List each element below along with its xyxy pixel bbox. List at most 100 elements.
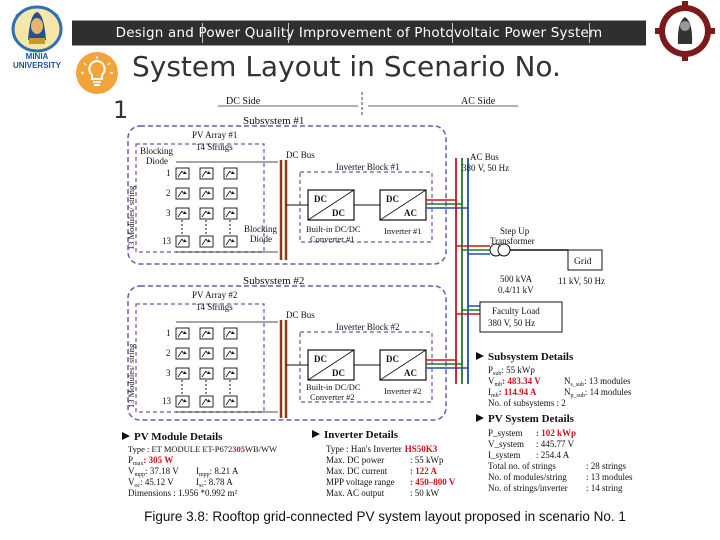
svg-text:Pmax: 305 W: Pmax: 305 W [128, 455, 173, 467]
dcdc-top-label: DC [314, 354, 327, 364]
mpp-range-label: MPP voltage range [326, 477, 395, 487]
ac-side-label: AC Side [461, 96, 496, 107]
figure-caption: Figure 3.8: Rooftop grid-connected PV sy… [144, 509, 626, 524]
row-label: 13 [162, 236, 172, 246]
dcac-top-label: DC [386, 194, 399, 204]
modules-per-string-label: No. of modules/string [488, 472, 567, 482]
slide-title: System Layout in Scenario No. [132, 50, 561, 83]
pv-system-diagram: DC Side AC Side Subsystem #1 PV Array #1… [122, 92, 633, 498]
svg-text:Psub: 55 kWp: Psub: 55 kWp [488, 365, 535, 377]
header-separator [288, 23, 289, 43]
header-banner: Design and Power Quality Improvement of … [72, 20, 646, 46]
pv-array1-cells [175, 161, 278, 253]
ac-bus-label: 380 V, 50 Hz [462, 163, 509, 173]
svg-text:Type : ET MODULE ET-P672305WB/: Type : ET MODULE ET-P672305WB/WW [128, 444, 277, 454]
transformer-rating: 500 kVA [500, 274, 533, 284]
max-ac-output-label: Max. AC output [326, 488, 385, 498]
svg-text:Vmpp: 37.18 V: Vmpp: 37.18 V [128, 466, 179, 478]
dc-bus2-label: DC Bus [286, 310, 315, 320]
dc-side-label: DC Side [226, 96, 261, 107]
max-dc-power-label: Max. DC power [326, 455, 384, 465]
pv-array2-cells [175, 321, 278, 413]
grid-label: Grid [574, 257, 592, 267]
pv-array1-label: PV Array #1 [192, 130, 237, 140]
dcdc-bottom-label: DC [332, 368, 345, 378]
row-label: 1 [166, 168, 171, 178]
strings-per-inverter-label: No. of strings/inverter [488, 483, 568, 493]
dcac-bottom-label: AC [404, 368, 417, 378]
university-logo: MINIA UNIVERSITY [2, 2, 72, 70]
ac-bus-label: AC Bus [470, 152, 499, 162]
num-subsystems: No. of subsystems : 2 [488, 398, 566, 408]
blocking-diode-label: Diode [146, 156, 168, 166]
header-title: Design and Power Quality Improvement of … [115, 25, 603, 41]
pv-module-details-heading: PV Module Details [134, 431, 223, 443]
faculty-load-box [479, 301, 563, 333]
vsys-label: V_system [488, 439, 524, 449]
strings2-label: 14 Strings [196, 302, 233, 312]
max-ac-output-value: : 50 kW [410, 488, 440, 498]
row-label: 13 [162, 396, 172, 406]
total-strings-value: : 28 strings [586, 461, 627, 471]
total-strings-label: Total no. of strings [488, 461, 556, 471]
load-label: Faculty Load [492, 306, 540, 316]
pv-system-details-heading: PV System Details [488, 413, 575, 425]
inverter-details-heading: Inverter Details [324, 429, 399, 441]
max-dc-power-value: : 55 kWp [410, 455, 444, 465]
dcac-top-label: DC [386, 354, 399, 364]
max-dc-current-label: Max. DC current [326, 466, 388, 476]
svg-text:Ns_sub: 13 modules: Ns_sub: 13 modules [564, 376, 631, 388]
svg-text:Isc: 8.78 A: Isc: 8.78 A [196, 477, 233, 489]
strings1-label: 14 Strings [196, 142, 233, 152]
inverter2-label: Inverter #2 [384, 386, 422, 396]
modules-axis-label: 13 Modules/ string [126, 185, 136, 250]
svg-text:Impp: 8.21 A: Impp: 8.21 A [196, 466, 239, 478]
faculty-logo [652, 0, 718, 62]
converter1-label: Built-in DC/DC [306, 224, 361, 234]
ac-bus-lines [426, 158, 568, 384]
dcac-bottom-label: AC [404, 208, 417, 218]
inverter1-label: Inverter #1 [384, 226, 422, 236]
svg-text:Imb: 114.94 A: Imb: 114.94 A [488, 387, 537, 399]
modules-axis-label: 13 Modules/ string [126, 343, 136, 408]
blocking-diode-label: Blocking [244, 224, 277, 234]
transformer-label: Step Up [500, 226, 530, 236]
load-label: 380 V, 50 Hz [488, 318, 535, 328]
grid-box [567, 249, 603, 271]
strings-per-inverter-value: : 14 string [586, 483, 623, 493]
inverter-block1-label: Inverter Block #1 [336, 162, 399, 172]
inverter-block2-label: Inverter Block #2 [336, 322, 399, 332]
row-label: 3 [166, 368, 171, 378]
row-label: 2 [166, 348, 171, 358]
modules-per-string-value: : 13 modules [586, 472, 633, 482]
row-label: 1 [166, 328, 171, 338]
transformer-rating: 0.4/11 kV [498, 285, 534, 295]
isys-label: I_system [488, 450, 521, 460]
grid-rating: 11 kV, 50 Hz [558, 276, 605, 286]
dcdc-top-label: DC [314, 194, 327, 204]
mpp-range-value: : 450–800 V [410, 477, 456, 487]
dcdc-bottom-label: DC [332, 208, 345, 218]
row-label: 2 [166, 188, 171, 198]
logo-text: MINIA UNIVERSITY [12, 52, 61, 70]
header-separator [202, 23, 203, 43]
row-label: 3 [166, 208, 171, 218]
transformer-label: Transformer [490, 236, 535, 246]
subsystem1-label: Subsystem #1 [243, 115, 304, 127]
subsystem2-frame [127, 285, 447, 421]
header-separator [452, 23, 453, 43]
subsystem2-label: Subsystem #2 [243, 275, 304, 287]
isys-value: : 254.4 A [536, 450, 570, 460]
blocking-diode-label: Diode [250, 234, 272, 244]
psys-label: P_system [488, 428, 523, 438]
blocking-diode-label: Blocking [140, 146, 173, 156]
vsys-value: : 445.77 V [536, 439, 575, 449]
subsystem1-frame [127, 125, 447, 265]
svg-text:Np_sub: 14 modules: Np_sub: 14 modules [564, 387, 632, 399]
pv-array2-label: PV Array #2 [192, 290, 237, 300]
dc-bus1-label: DC Bus [286, 150, 315, 160]
psys-value: : 102 kWp [536, 428, 576, 438]
lightbulb-icon [75, 51, 119, 95]
slide-title-number: 1 [113, 96, 129, 124]
